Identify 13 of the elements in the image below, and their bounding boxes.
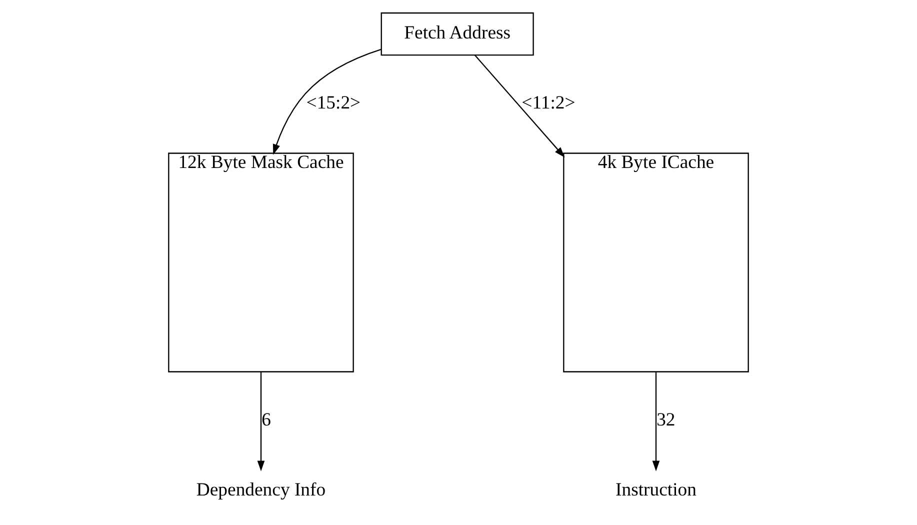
arrow [272, 48, 382, 155]
arrow [257, 372, 265, 472]
edge-label: 6 [262, 409, 271, 430]
node-box: 12k Byte Mask Cache [168, 152, 354, 372]
edge-label: <11:2> [522, 92, 576, 114]
edge-label: 32 [656, 409, 676, 430]
node-text: Instruction [616, 479, 696, 500]
node-box: 4k Byte ICache [563, 152, 749, 372]
node-box: Fetch Address [380, 12, 534, 56]
node-text: Dependency Info [196, 479, 326, 500]
arrow [474, 54, 565, 158]
edge-label: <15:2> [306, 92, 361, 114]
arrow [652, 372, 660, 472]
